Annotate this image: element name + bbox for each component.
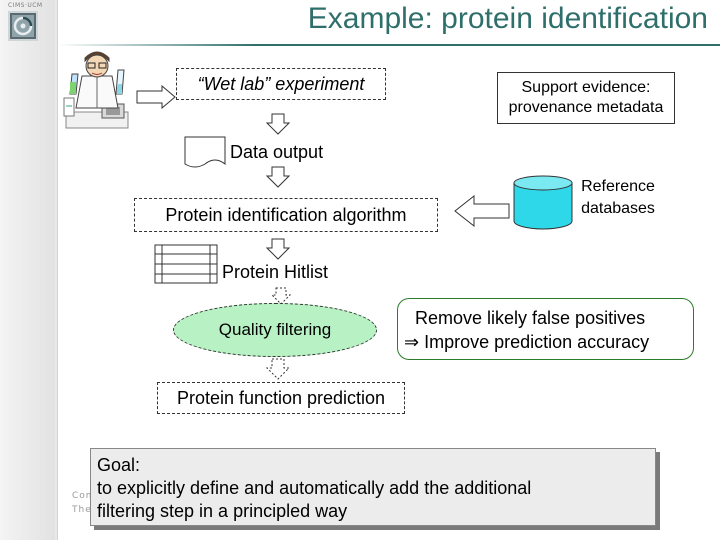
algorithm-label: Protein identification algorithm xyxy=(165,204,407,225)
remove-false-positives-box: Remove likely false positives ⇒ Improve … xyxy=(397,298,694,360)
wet-lab-label: “Wet lab” experiment xyxy=(197,73,365,94)
arrow-left-icon xyxy=(454,194,510,228)
wet-lab-box: “Wet lab” experiment xyxy=(176,68,386,100)
goal-box: Goal: to explicitly define and automatic… xyxy=(90,448,656,526)
logo-icon xyxy=(8,11,38,41)
algorithm-box: Protein identification algorithm xyxy=(134,198,438,232)
document-icon xyxy=(184,136,226,170)
table-icon xyxy=(154,244,218,284)
footer-line2: The V xyxy=(72,505,103,515)
arrow-down-icon xyxy=(265,113,291,135)
arrow-down-icon xyxy=(270,287,292,305)
goal-line2: to explicitly define and automatically a… xyxy=(97,478,532,498)
title-divider xyxy=(57,44,720,46)
reference-line2: databases xyxy=(581,200,655,217)
slide-sidebar: CIMS·UCM xyxy=(0,0,58,540)
support-evidence-line1: Support evidence: xyxy=(521,79,651,96)
hitlist-label: Protein Hitlist xyxy=(222,262,329,282)
logo-caption: CIMS·UCM xyxy=(8,2,43,9)
remove-line1: Remove likely false positives xyxy=(415,308,646,328)
support-evidence-line2: provenance metadata xyxy=(508,99,664,116)
goal-line1: Goal: xyxy=(97,455,141,475)
quality-filtering-node: Quality filtering xyxy=(173,303,377,357)
sidebar-gradient xyxy=(0,0,55,540)
function-prediction-label: Protein function prediction xyxy=(176,387,386,408)
reference-databases-label: Reference databases xyxy=(574,176,662,220)
arrow-down-icon xyxy=(265,238,291,260)
goal-line3: filtering step in a principled way xyxy=(97,501,348,521)
arrow-down-icon xyxy=(265,166,291,188)
arrow-down-icon xyxy=(265,358,291,380)
remove-line2: ⇒ Improve prediction accuracy xyxy=(404,332,650,352)
scientist-illustration xyxy=(62,46,132,132)
page-title: Example: protein identification xyxy=(307,2,708,35)
function-prediction-box: Protein function prediction xyxy=(157,382,405,414)
reference-line1: Reference xyxy=(581,178,655,195)
support-evidence-box: Support evidence: provenance metadata xyxy=(497,72,675,124)
quality-filtering-label: Quality filtering xyxy=(218,320,332,339)
arrow-right-icon xyxy=(136,84,176,110)
data-output-label: Data output xyxy=(230,142,324,162)
footer-line1: Comm xyxy=(72,491,106,501)
database-icon xyxy=(513,175,573,231)
